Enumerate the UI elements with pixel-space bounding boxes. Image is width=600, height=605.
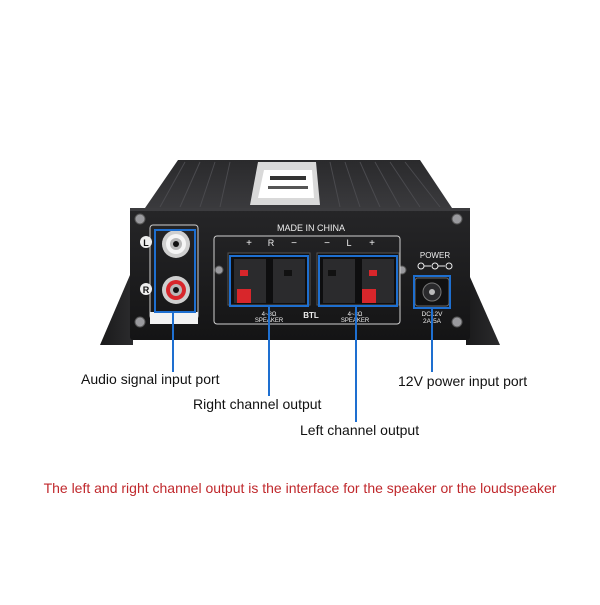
btl-label: BTL	[303, 311, 319, 320]
right-plus-marker: +	[246, 238, 252, 249]
right-output-callout: Right channel output	[193, 396, 322, 412]
left-flange	[100, 268, 133, 345]
callout-lines	[154, 229, 451, 422]
left-terminal-label: L	[346, 238, 351, 248]
left-channel-marker: L	[143, 238, 149, 248]
rca-jack-right[interactable]	[162, 276, 190, 304]
left-plus-marker: +	[369, 238, 375, 249]
power-input-callout: 12V power input port	[398, 373, 528, 389]
left-speaker-terminal[interactable]	[316, 252, 400, 306]
right-minus-marker: −	[291, 238, 297, 249]
speaker-terminal-frame	[213, 235, 401, 325]
rca-jack-left[interactable]	[162, 230, 190, 258]
right-channel-marker: R	[143, 285, 150, 295]
right-terminal-label: R	[268, 238, 275, 248]
left-minus-marker: −	[324, 238, 330, 249]
left-output-callout: Left channel output	[300, 422, 420, 438]
footer-note: The left and right channel output is the…	[43, 480, 557, 496]
audio-input-label: AUDIO INPUT	[153, 316, 195, 323]
right-speaker-terminal[interactable]	[227, 252, 311, 306]
dc-power-jack[interactable]	[414, 277, 450, 307]
polarity-symbol	[417, 262, 453, 270]
made-in-label: MADE IN CHINA	[277, 223, 345, 233]
right-flange	[466, 268, 500, 345]
power-label: POWER	[420, 251, 450, 260]
audio-input-callout: Audio signal input port	[81, 371, 220, 387]
